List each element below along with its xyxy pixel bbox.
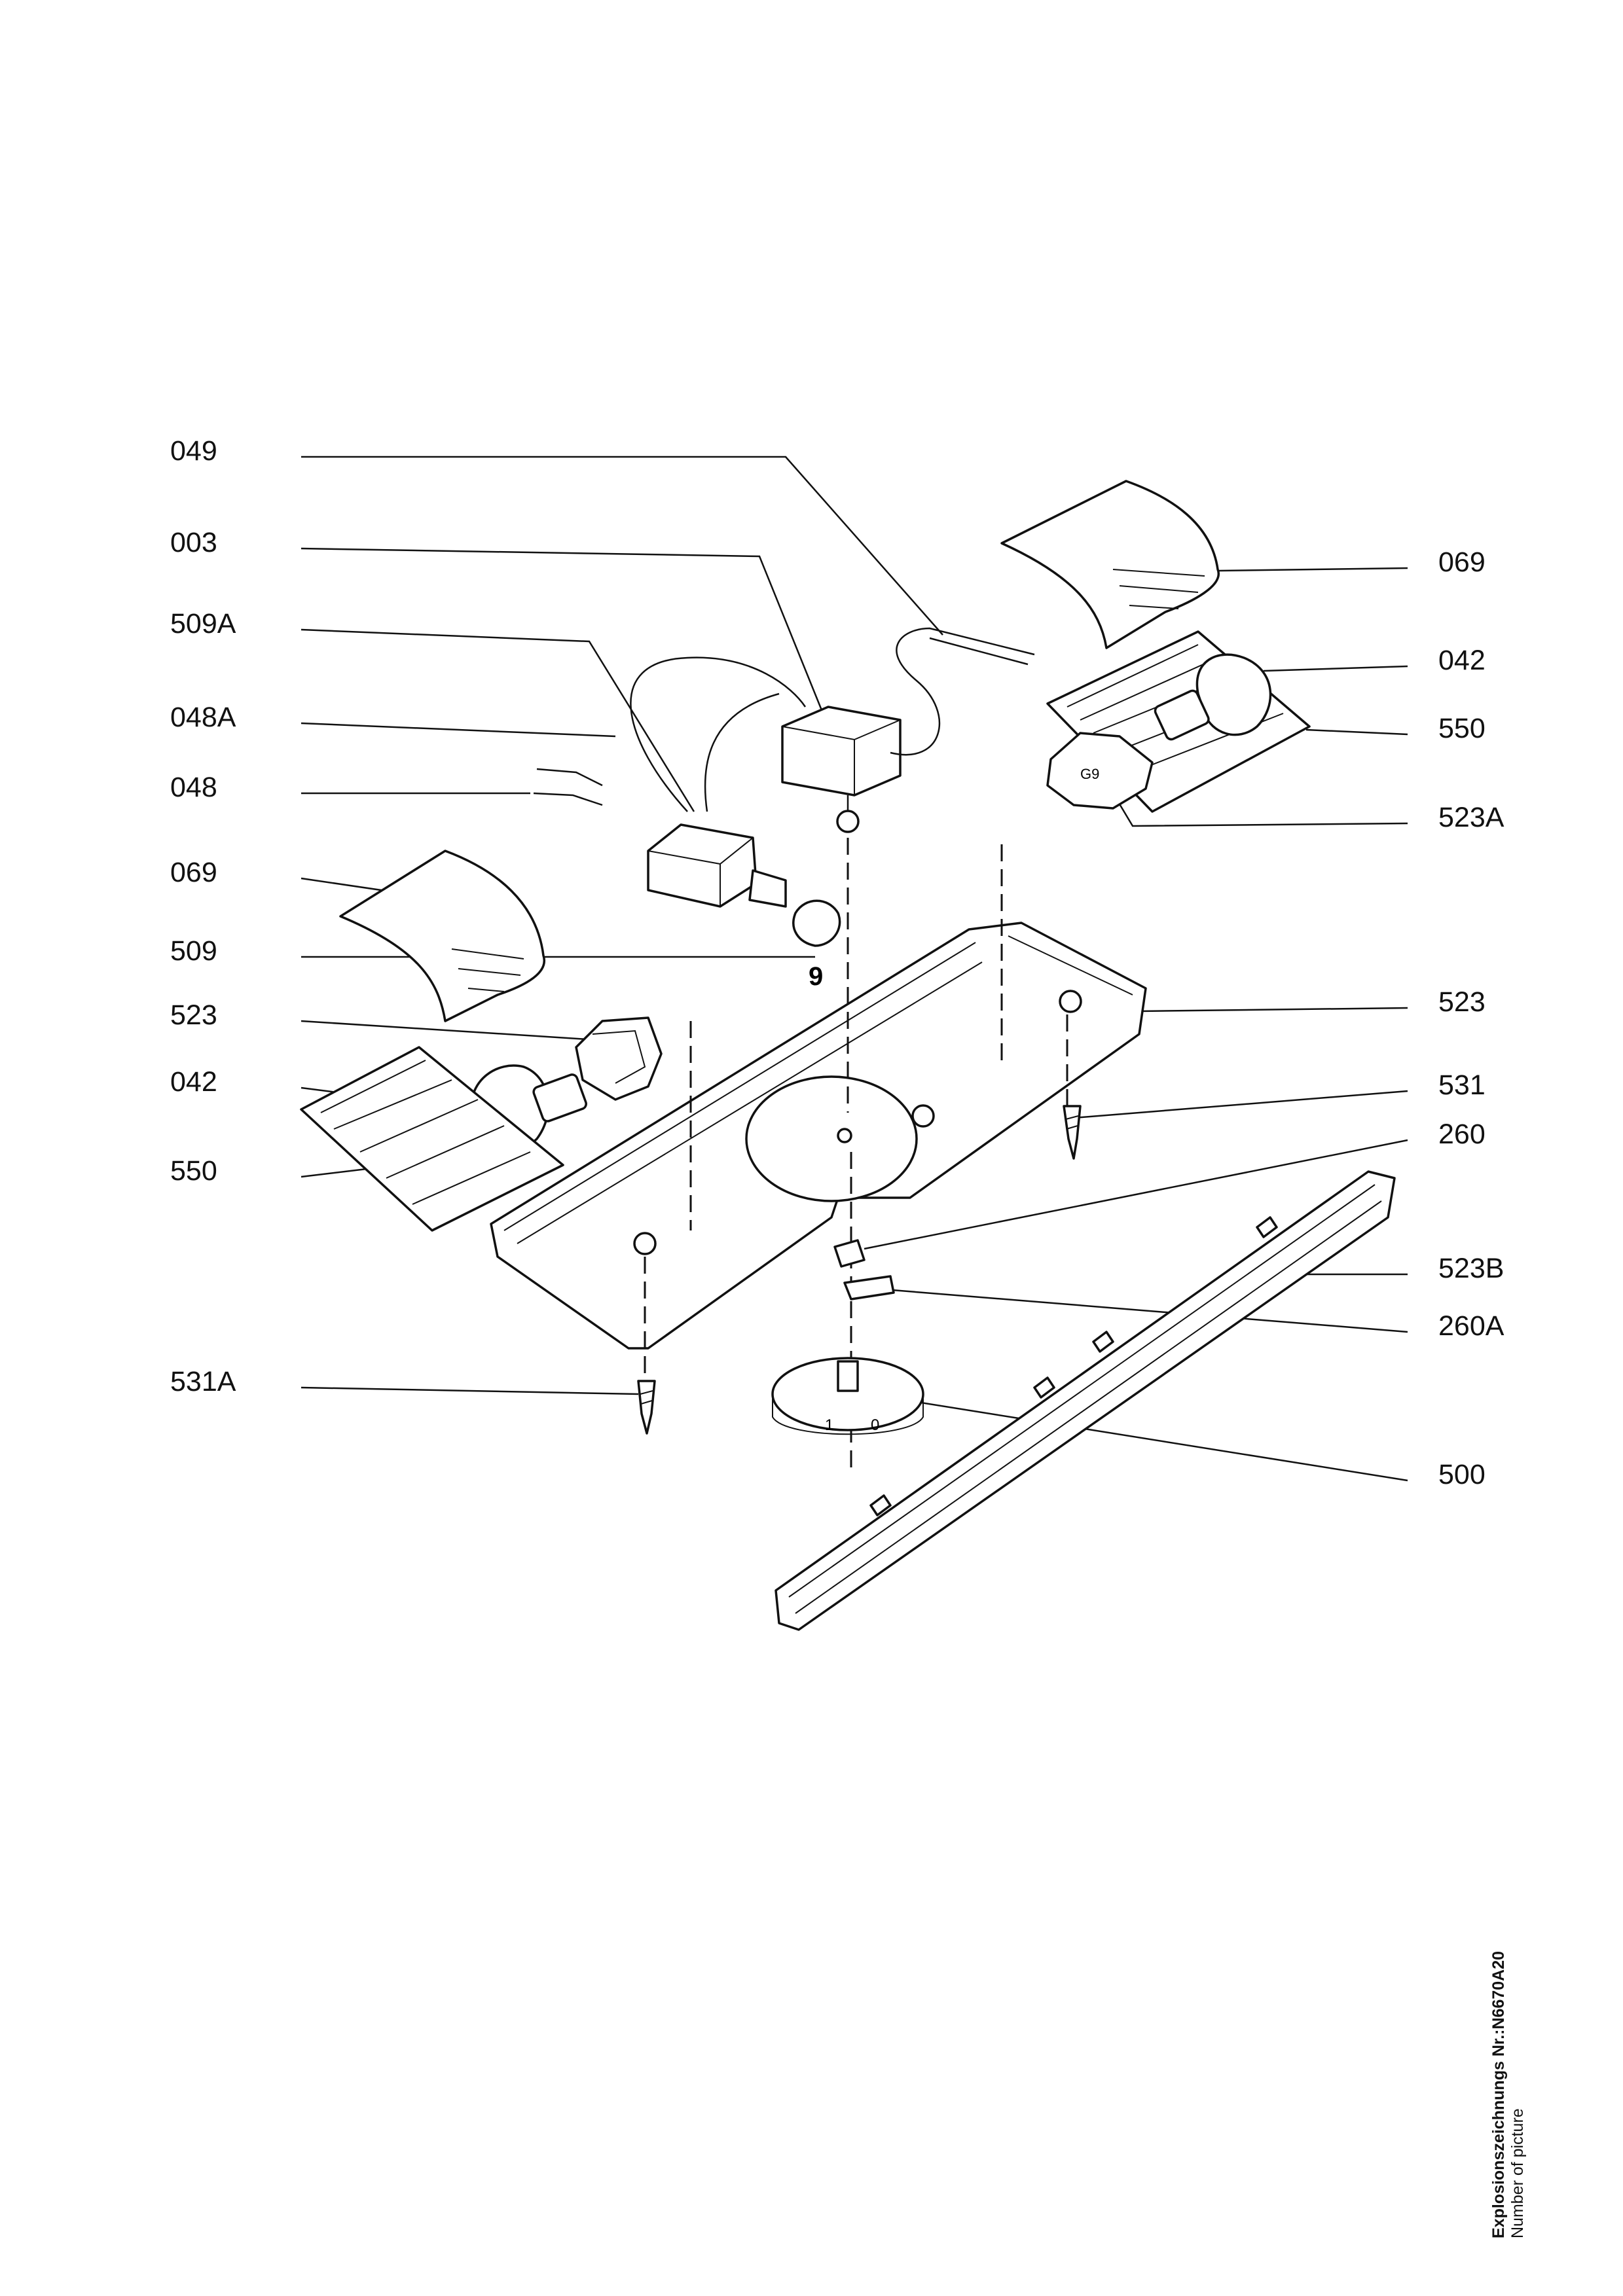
callout-069-left: 069 — [170, 857, 217, 888]
leader-550-right — [1305, 728, 1408, 736]
callout-260: 260 — [1438, 1119, 1486, 1150]
callout-042-left: 042 — [170, 1066, 217, 1098]
lamp-wire — [890, 627, 1035, 756]
callout-509: 509 — [170, 935, 217, 967]
callout-523-left: 523 — [170, 999, 217, 1031]
clip-260 — [833, 1239, 866, 1268]
callout-531a: 531A — [170, 1366, 236, 1397]
mounting-rail — [775, 1170, 1396, 1631]
callout-labels-left: 049 003 509A 048A 048 069 509 523 042 55… — [170, 435, 236, 1397]
bulb-right — [1154, 653, 1272, 741]
leader-523-right — [1139, 1007, 1408, 1013]
leader-523-left — [301, 1020, 610, 1042]
socket-right: G9 — [1046, 732, 1154, 810]
leader-531-right — [1073, 1090, 1408, 1119]
caption-subtitle: Number of picture — [1508, 2108, 1527, 2238]
switch — [647, 823, 787, 908]
switch-knob: 9 — [792, 899, 841, 991]
switch-wires — [630, 656, 807, 812]
callout-069-right: 069 — [1438, 547, 1486, 578]
callout-509a: 509A — [170, 608, 236, 639]
clip-260a — [843, 1275, 895, 1300]
leader-260 — [864, 1139, 1408, 1250]
light-cover-right — [1000, 480, 1220, 649]
leader-260a — [883, 1288, 1408, 1333]
callout-260a: 260A — [1438, 1310, 1504, 1342]
callout-500: 500 — [1438, 1459, 1486, 1490]
reflector-left — [300, 1046, 564, 1232]
leader-531a — [301, 1386, 639, 1395]
leader-069-right — [1217, 567, 1408, 572]
callout-550-right: 550 — [1438, 713, 1486, 744]
leader-lines — [301, 456, 1408, 1482]
drawing-caption: Explosionszeichnungs Nr.:N6670A20 Number… — [1489, 1951, 1527, 2238]
terminal-block — [781, 706, 902, 833]
callout-049: 049 — [170, 435, 217, 467]
dial-mark-1: 1 — [825, 1416, 833, 1434]
callout-048: 048 — [170, 772, 217, 803]
callout-523b: 523B — [1438, 1253, 1504, 1284]
leader-003 — [301, 547, 823, 711]
callout-550-left: 550 — [170, 1155, 217, 1187]
assembly-lines — [644, 838, 1068, 1473]
part-mark-nine: 9 — [809, 962, 823, 991]
socket-left — [575, 1016, 663, 1101]
socket-g9-label: G9 — [1080, 766, 1099, 782]
callout-523-right: 523 — [1438, 986, 1486, 1018]
callout-523a: 523A — [1438, 802, 1504, 833]
leader-049 — [301, 456, 943, 636]
leader-048a — [301, 722, 616, 738]
caption-title: Explosionszeichnungs Nr.:N6670A20 — [1489, 1950, 1508, 2238]
callout-531-right: 531 — [1438, 1069, 1486, 1101]
control-dial: 1 0 — [771, 1357, 924, 1435]
callout-labels-right: 069 042 550 523A 523 531 260 523B 260A 5… — [1438, 547, 1504, 1490]
leader-500 — [900, 1398, 1408, 1482]
callout-003: 003 — [170, 527, 217, 558]
leader-042-right — [1263, 665, 1408, 672]
screw-531 — [1063, 1105, 1082, 1160]
leader-509a — [301, 628, 695, 812]
callout-042-right: 042 — [1438, 645, 1486, 676]
dial-mark-0: 0 — [871, 1416, 879, 1434]
screw-531a — [637, 1380, 656, 1435]
callout-048a: 048A — [170, 702, 236, 733]
light-cover-left — [339, 850, 546, 1022]
cable — [533, 768, 603, 806]
main-housing — [490, 922, 1147, 1350]
